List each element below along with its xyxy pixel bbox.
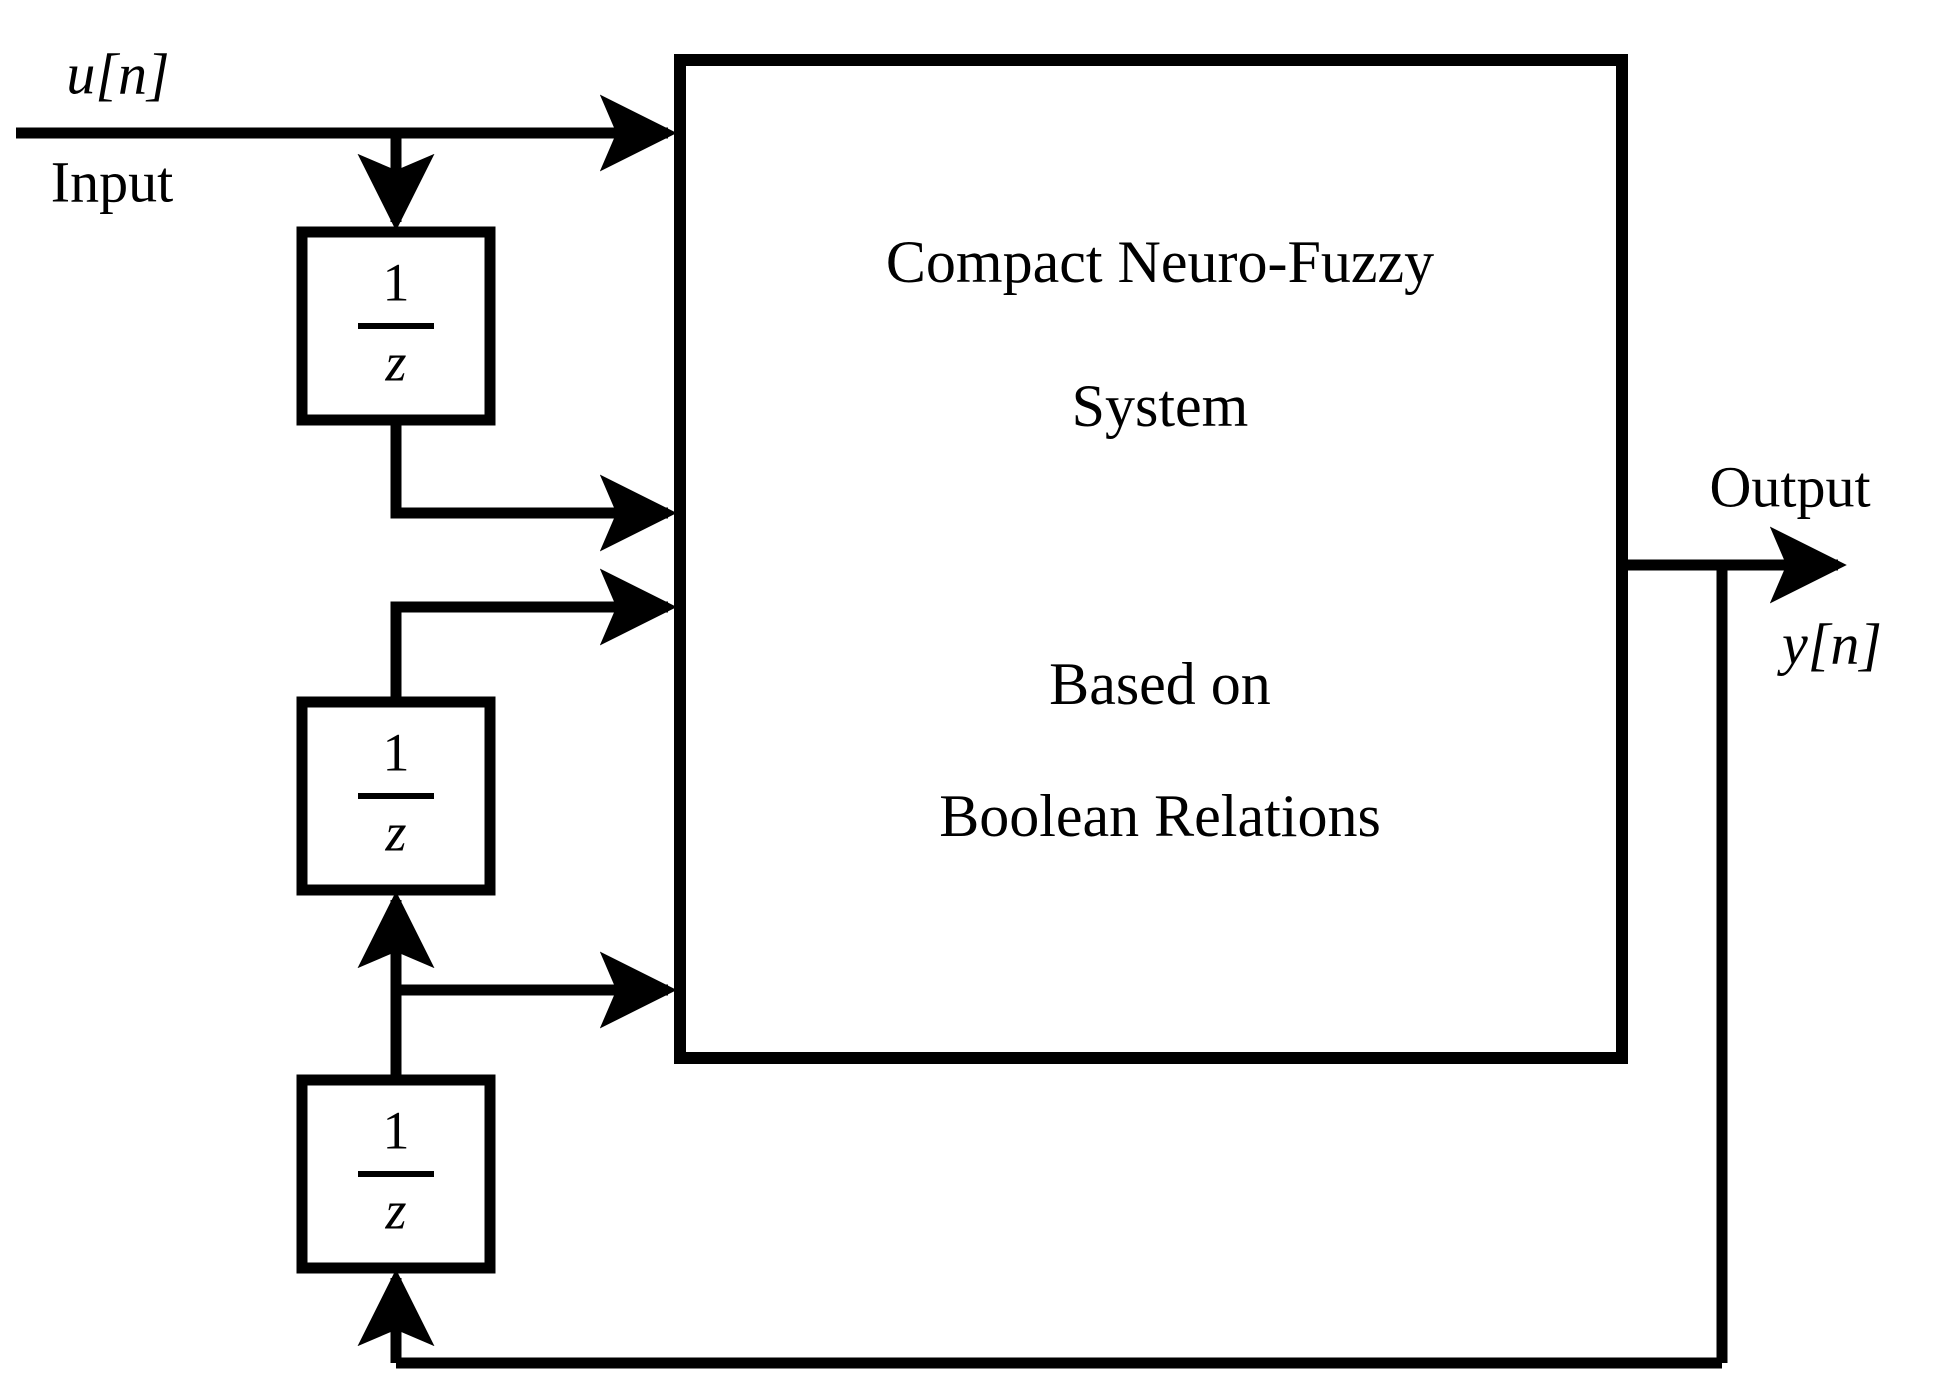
main-system-block <box>674 54 1628 1064</box>
input-signal-label: u[n] <box>66 41 169 106</box>
main-block-line-4: Boolean Relations <box>939 783 1381 849</box>
delay-1-output-wire <box>390 420 677 552</box>
main-block-line-3: Based on <box>1049 651 1271 717</box>
main-block-line-2: System <box>1072 373 1249 439</box>
output-caption-label: Output <box>1709 454 1870 519</box>
output-signal-label: y[n] <box>1777 611 1882 676</box>
delay-2-output-wire <box>390 568 677 702</box>
delay-block-feedback-2-denominator: z <box>384 1180 406 1240</box>
delay-block-input-1-denominator: z <box>384 332 406 392</box>
delay-block-feedback-2-numerator: 1 <box>383 1100 410 1160</box>
main-block-line-1: Compact Neuro-Fuzzy <box>886 229 1434 295</box>
input-caption-label: Input <box>51 149 173 214</box>
delay-block-feedback-1-denominator: z <box>384 802 406 862</box>
delay-block-input-1-numerator: 1 <box>383 252 410 312</box>
delay-block-feedback-1-numerator: 1 <box>383 722 410 782</box>
